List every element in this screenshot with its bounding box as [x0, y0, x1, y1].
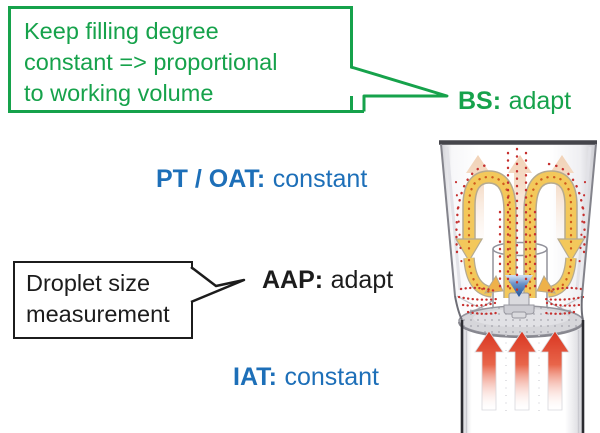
label-bs-key: BS:: [458, 87, 502, 115]
label-pt-oat-value: constant: [272, 165, 368, 193]
spray-cone: [505, 275, 533, 297]
wurster-tube: [469, 241, 572, 312]
vessel-walls: [440, 143, 597, 433]
down-arrowhead: [556, 238, 586, 263]
label-iat-value: constant: [284, 363, 379, 391]
label-bs-value: adapt: [508, 87, 572, 115]
label-pt-oat: PT / OAT:constant: [156, 164, 367, 194]
filling-degree-callout: Keep filling degree constant => proporti…: [8, 6, 353, 113]
callout-line: to working volume: [24, 80, 214, 106]
exhaust-air-arrows: [466, 155, 574, 243]
callout-line: measurement: [26, 301, 170, 327]
label-pt-oat-key: PT / OAT:: [156, 165, 266, 193]
label-aap: AAP:adapt: [262, 265, 393, 295]
callout-line: constant => proportional: [24, 49, 278, 75]
droplet-size-callout: Droplet size measurement: [13, 261, 193, 339]
label-iat-key: IAT:: [233, 363, 277, 391]
droplet-size-callout-tail: [190, 266, 246, 304]
up-arrowhead: [484, 274, 504, 294]
distributor-plate: [458, 305, 584, 338]
filling-degree-callout-tail: [349, 65, 449, 113]
wurster-fluid-bed-illustration: [439, 140, 597, 433]
label-aap-value: adapt: [330, 266, 394, 294]
callout-line: Keep filling degree: [24, 18, 219, 44]
callout-line: Droplet size: [26, 270, 151, 296]
particle-dots: [454, 147, 587, 315]
label-bs: BS:adapt: [458, 86, 571, 116]
inlet-air-arrows: [474, 330, 570, 411]
expansion-chamber: [441, 143, 596, 320]
bottom-cylinder: [462, 316, 583, 433]
circulation-flow-arrows: [454, 170, 586, 298]
label-iat: IAT:constant: [233, 362, 379, 392]
down-arrowhead: [454, 238, 484, 263]
spray-nozzle: [503, 292, 535, 319]
up-arrowhead: [536, 274, 556, 294]
label-aap-key: AAP:: [262, 266, 324, 294]
